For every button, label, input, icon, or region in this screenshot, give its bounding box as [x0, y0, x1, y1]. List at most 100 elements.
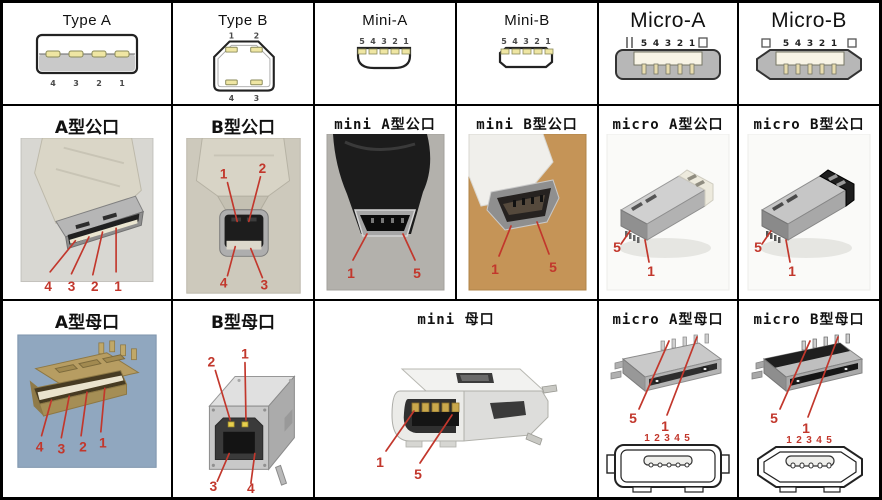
pin-number: 2 [79, 439, 87, 455]
pin-number: 4 [36, 439, 44, 455]
pin-number: 1 [661, 418, 669, 434]
usb-b-female-render: 2 1 3 4 [208, 346, 296, 496]
female-b-label: B型母口 [211, 313, 275, 333]
pin-number: 1 [403, 37, 409, 46]
pin-number: 3 [665, 39, 671, 49]
pin-number: 5 [684, 433, 690, 444]
pin-number: 1 [241, 346, 249, 362]
mini-b-pinout-diagram: 5 4 3 2 1 [498, 37, 554, 69]
pin-number: 4 [247, 480, 255, 496]
usb-a-male-photo: 4 3 2 1 [20, 138, 154, 294]
pin-number: 1 [545, 37, 551, 46]
pin-number: 1 [788, 263, 796, 279]
pin-number: 1 [376, 454, 384, 470]
pin-number: 3 [57, 441, 65, 457]
mini-a-pinout-diagram: 5 4 3 2 1 [356, 37, 412, 70]
male-cell-mini-a: mini A型公口 1 5 [315, 106, 457, 301]
pin-number: 4 [44, 279, 52, 294]
pin-number: 4 [512, 37, 518, 46]
pin-number: 3 [68, 279, 76, 294]
header-cell-type-a: Type A 4 3 2 1 [3, 3, 173, 106]
male-a-label: A型公口 [54, 118, 120, 138]
pin-number: 5 [629, 410, 637, 426]
pin-number: 5 [641, 39, 647, 49]
pin-number: 1 [229, 32, 234, 41]
pin-number: 4 [674, 433, 680, 444]
pin-number: 2 [534, 37, 540, 46]
pin-number: 3 [261, 277, 269, 292]
micro-b-label: Micro-B [771, 9, 847, 32]
male-cell-micro-b: micro B型公口 5 1 [739, 106, 879, 301]
pin-number: 1 [114, 279, 122, 294]
pin-number: 5 [826, 435, 832, 446]
pin-number: 1 [647, 263, 655, 279]
pin-number: 1 [220, 167, 228, 182]
male-micro-b-label: micro B型公口 [753, 117, 865, 133]
header-cell-micro-b: Micro-B 5 4 3 2 1 [739, 3, 879, 106]
pin-number: 5 [413, 265, 421, 281]
micro-a-label: Micro-A [630, 9, 706, 32]
micro-b-male-photo: 5 1 [747, 134, 870, 291]
male-mini-a-label: mini A型公口 [334, 117, 436, 133]
pin-number: 2 [818, 39, 824, 49]
pin-number: 5 [613, 239, 621, 255]
pin-number: 2 [796, 435, 802, 446]
male-b-label: B型公口 [211, 118, 275, 138]
pin-number: 2 [208, 354, 216, 370]
male-cell-type-b: B型公口 1 2 4 3 [173, 106, 315, 301]
header-cell-micro-a: Micro-A 5 4 3 2 1 [599, 3, 739, 106]
male-cell-mini-b: mini B型公口 1 5 [457, 106, 599, 301]
pin-number: 4 [794, 39, 800, 49]
mini-b-male-photo: 1 5 [468, 134, 587, 291]
pin-number: 1 [689, 39, 695, 49]
male-micro-a-label: micro A型公口 [612, 117, 724, 133]
usb-a-female-photo: 4 3 2 1 [17, 334, 157, 468]
type-a-pinout-diagram: 4 3 2 1 [35, 33, 139, 88]
pin-number: 2 [392, 37, 398, 46]
pin-number: 1 [119, 79, 125, 88]
pin-number: 1 [644, 433, 650, 444]
pin-number: 1 [347, 265, 355, 281]
type-b-label: Type B [218, 12, 268, 29]
pin-number: 3 [254, 94, 259, 103]
micro-b-pinout-diagram: 5 4 3 2 1 [755, 38, 862, 80]
pin-number: 2 [91, 279, 99, 294]
micro-b-female-photo-and-drawing: 5 1 1 2 3 4 5 [751, 333, 863, 493]
pin-number: 4 [229, 94, 234, 103]
pin-number: 3 [73, 79, 79, 88]
usb-b-male-photo: 1 2 4 3 [186, 138, 301, 294]
female-mini-label: mini 母口 [417, 312, 495, 328]
pin-number: 4 [220, 275, 228, 290]
female-cell-micro-b: micro B型母口 5 1 1 2 3 4 5 [739, 301, 879, 497]
pin-number: 4 [370, 37, 376, 46]
pin-number: 4 [816, 435, 822, 446]
pin-number: 2 [96, 79, 102, 88]
pin-number: 1 [491, 261, 499, 277]
mini-a-male-photo: 1 5 [326, 134, 445, 291]
pin-number: 2 [677, 39, 683, 49]
pin-number: 4 [653, 39, 659, 49]
female-cell-type-b: B型母口 2 1 3 4 [173, 301, 315, 497]
female-micro-a-label: micro A型母口 [612, 312, 724, 328]
pin-number: 2 [654, 433, 660, 444]
header-cell-type-b: Type B 1 2 4 3 [173, 3, 315, 106]
micro-a-female-photo-and-drawing: 5 1 1 2 3 4 5 [606, 333, 730, 493]
female-cell-micro-a: micro A型母口 5 1 1 2 3 4 5 [599, 301, 739, 497]
pin-number: 1 [802, 420, 810, 436]
pin-number: 2 [254, 32, 259, 41]
pin-number: 1 [99, 435, 107, 451]
micro-a-male-photo: 5 1 [606, 134, 730, 291]
male-mini-b-label: mini B型公口 [476, 117, 578, 133]
pin-number: 5 [782, 39, 788, 49]
male-cell-type-a: A型公口 4 3 2 1 [3, 106, 173, 301]
pin-number: 3 [381, 37, 387, 46]
pin-number: 5 [359, 37, 365, 46]
pin-number: 3 [806, 39, 812, 49]
header-cell-mini-a: Mini-A 5 4 3 2 1 [315, 3, 457, 106]
female-a-label: A型母口 [54, 313, 120, 333]
pin-number: 3 [523, 37, 529, 46]
male-cell-micro-a: micro A型公口 5 1 [599, 106, 739, 301]
pin-number: 3 [210, 478, 218, 494]
mini-b-label: Mini-B [504, 12, 550, 29]
type-b-pinout-diagram: 1 2 4 3 [213, 32, 275, 103]
